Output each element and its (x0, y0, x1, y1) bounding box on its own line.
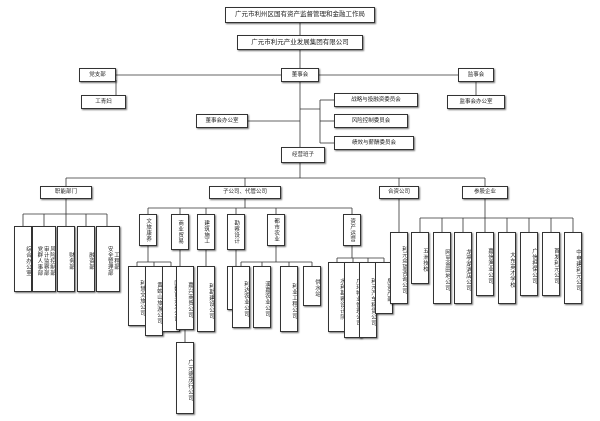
company-lida-agriculture: 利达农业公司 (232, 266, 250, 328)
joint-venture-node: 合资公司 (379, 186, 419, 199)
party-branch-node: 党支部 (79, 68, 116, 82)
company-lihui-tourism: 利慧文旅公司 (128, 266, 146, 326)
supervisor-node: 广元市利州区国有资产监督管理和金融工作局 (225, 7, 375, 23)
company-likan-construction: 利勘建设公司 (197, 266, 215, 332)
invested-dadong-school: 大东英才学校 (498, 232, 516, 304)
dept-risk-audit-hr: 风险控制部 审计监察部 党群人事部 (32, 226, 56, 292)
company-jiaxing-trade: 嘉兴商贸公司 (176, 266, 194, 330)
invested-companies-node: 参股企业 (462, 186, 508, 199)
union-node: 工青妇 (81, 95, 126, 109)
committee-performance-node: 绩效与薪酬委员会 (334, 136, 414, 150)
division-survey-design: 勘察设计 (227, 214, 245, 250)
dept-financing: 融资部 (77, 226, 95, 292)
company-huangjiao-tourism: 黄蛟山旅游公司 (145, 266, 163, 336)
invested-wuzhou-school: 五洲技校 (411, 232, 429, 284)
company-liye-engineering: 利业工程公司 (280, 266, 298, 332)
division-urban-agriculture: 都市农业 (267, 214, 285, 246)
committee-strategy-node: 战略与投融资委员会 (334, 93, 418, 107)
subsidiaries-node: 子公司、代管公司 (209, 186, 281, 199)
division-asset-operation: 资产运营 (343, 214, 361, 246)
board-office-node: 董事会办公室 (196, 114, 248, 128)
management-team-node: 经营班子 (281, 147, 325, 163)
division-construction: 建筑施工 (197, 214, 215, 250)
dept-general-office: 综合办公室 (14, 226, 32, 292)
division-culture-tourism: 文旅康养 (139, 214, 157, 246)
supervisory-office-node: 监事会办公室 (447, 95, 505, 109)
functional-depts-node: 职能部门 (40, 186, 92, 199)
supervisory-board-node: 监事会 (458, 68, 494, 82)
board-node: 董事会 (281, 68, 319, 82)
dept-engineering-safety: 工程部 安全管理部 (96, 226, 120, 292)
invested-jiaxin-fishery: 嘉信渔业公司 (476, 232, 494, 296)
dept-finance: 财务部 (57, 226, 75, 292)
company-xijia-agriculture: 溪嘉农业公司 (253, 266, 271, 328)
invested-shoufa-liyuan: 首发利元公司 (542, 232, 560, 296)
company-water-station: 供水站 (303, 266, 321, 306)
invested-longting-hotel: 龙亭湖酒店公司 (454, 232, 472, 304)
company-guangyuan-demao: 广元德茂行公司 (176, 342, 194, 414)
group-node: 广元市利元产业发展集团有限公司 (237, 35, 363, 50)
company-liyuan-consulting: 利元众望咨询公司 (390, 232, 408, 304)
division-commerce: 商业贸易 (171, 214, 189, 250)
committee-risk-node: 风险控制委员会 (334, 114, 408, 128)
invested-zhongdianjian-liyuan: 中电建利元公司 (564, 232, 582, 304)
invested-guangxin-guarantee: 广信担保公司 (520, 232, 538, 296)
invested-wangzhi-property: 网至金田地公司 (433, 232, 451, 304)
